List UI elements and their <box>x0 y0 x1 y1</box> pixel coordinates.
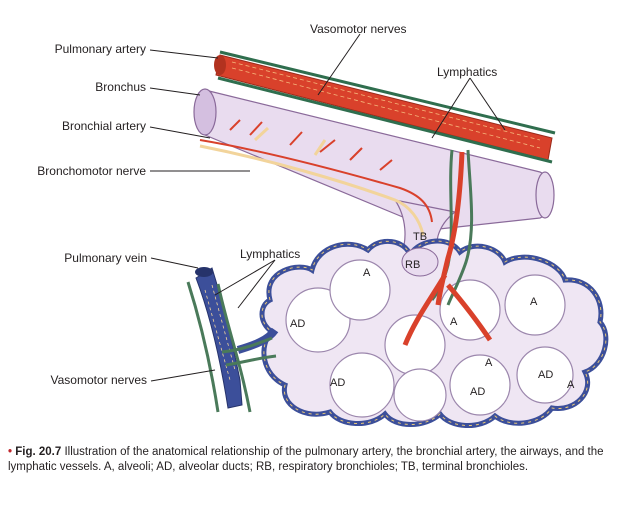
label-a3: A <box>530 296 538 308</box>
bronchomotor-nerve <box>199 126 425 236</box>
label-a5: A <box>567 379 575 391</box>
lymphatics-vein <box>186 281 277 413</box>
label-lymphatics-left: Lymphatics <box>240 247 300 261</box>
label-ad3: AD <box>538 369 553 381</box>
leader-lines <box>149 33 506 382</box>
lung-anatomy-diagram: Vasomotor nerves Pulmonary artery Lympha… <box>37 22 609 429</box>
label-bronchomotor-nerve: Bronchomotor nerve <box>37 164 146 178</box>
label-vasomotor-nerves-top: Vasomotor nerves <box>310 22 407 36</box>
label-ad4: AD <box>470 386 485 398</box>
caption-text: Illustration of the anatomical relations… <box>8 446 604 473</box>
label-vasomotor-nerves-left: Vasomotor nerves <box>51 373 148 387</box>
label-pulmonary-vein: Pulmonary vein <box>64 251 147 265</box>
label-ad1: AD <box>290 318 305 330</box>
label-a4: A <box>485 357 493 369</box>
label-a2: A <box>450 316 458 328</box>
caption-bullet: • <box>8 446 13 458</box>
label-ad2: AD <box>330 377 345 389</box>
label-tb: TB <box>413 231 427 243</box>
pulmonary-vein <box>195 267 279 409</box>
artery-branches <box>402 151 493 346</box>
caption-figure-number: Fig. 20.7 <box>15 446 62 458</box>
figure-caption: • Fig. 20.7 Illustration of the anatomic… <box>8 445 620 475</box>
label-rb: RB <box>405 259 420 271</box>
label-pulmonary-artery: Pulmonary artery <box>55 42 146 56</box>
label-bronchial-artery: Bronchial artery <box>62 119 146 133</box>
alveolar-cluster <box>259 238 609 429</box>
bronchus-tube <box>193 88 555 263</box>
label-bronchus: Bronchus <box>95 80 146 94</box>
vasomotor-nerves-artery <box>217 50 556 164</box>
bronchial-artery <box>199 119 433 223</box>
label-a1: A <box>363 267 371 279</box>
label-lymphatics-top: Lymphatics <box>437 65 497 79</box>
